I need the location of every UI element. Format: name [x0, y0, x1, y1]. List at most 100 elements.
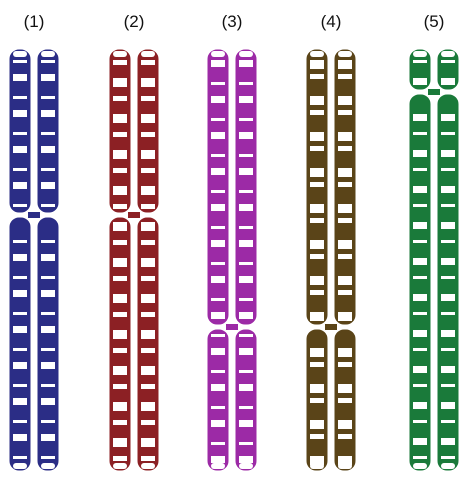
chromosome-band: [211, 334, 225, 337]
telomere-cap: [413, 463, 427, 469]
chromosome-band: [41, 290, 55, 297]
chromosome-band: [13, 290, 27, 297]
chromosome-band: [441, 204, 455, 207]
chromosome-band: [413, 312, 427, 315]
chromosome-band: [338, 384, 352, 393]
chromosome-band: [239, 132, 253, 139]
telomere-cap: [310, 51, 324, 57]
chromosome-band: [141, 240, 155, 245]
chromosome-pair-3: [207, 49, 257, 471]
chromosome-band: [239, 312, 253, 319]
chromosome-band: [338, 168, 352, 177]
chromosome-band: [441, 240, 455, 243]
chromosome-band: [310, 218, 324, 223]
chromosome-band: [211, 456, 225, 463]
chromosome-label-4: (4): [320, 12, 342, 31]
chromosome-band: [413, 420, 427, 423]
chromosome-band: [441, 312, 455, 315]
chromosome-band: [13, 254, 27, 261]
chromosome-pair-1: [9, 49, 59, 471]
chromosome-band: [141, 420, 155, 425]
chromosome-band: [338, 204, 352, 213]
chromosome-band: [211, 82, 225, 85]
chromosome-band: [211, 442, 225, 445]
chromosome-band: [413, 60, 427, 63]
chromosome-band: [310, 110, 324, 115]
chromosome-band: [41, 74, 55, 81]
chromosome-band: [310, 254, 324, 259]
chromosome-band: [211, 168, 225, 175]
chromosome-band: [338, 398, 352, 403]
chromosome-band: [141, 78, 155, 87]
chromosome-band: [13, 434, 27, 441]
chromosome-band: [141, 96, 155, 101]
chromosome-band: [441, 222, 455, 229]
chromosome-band: [310, 146, 324, 151]
chromosome-band: [413, 348, 427, 351]
chromosome-band: [413, 366, 427, 373]
chromosome-band: [338, 276, 352, 285]
chromosome-band: [338, 110, 352, 115]
chromosome-band: [413, 168, 427, 171]
chromosome-band: [141, 276, 155, 281]
chromosome-band: [211, 312, 225, 319]
chromosome-band: [239, 420, 253, 427]
chromosome-band: [413, 402, 427, 409]
chromosome-band: [413, 330, 427, 337]
chromosome-band: [113, 186, 127, 195]
centromere: [226, 324, 238, 330]
chromosome-band: [413, 150, 427, 157]
telomere-cap: [41, 51, 55, 57]
chromosome-band: [13, 348, 27, 351]
chromosome-label-3: (3): [221, 12, 243, 31]
chromosome-band: [239, 60, 253, 67]
chromosome-band: [413, 294, 427, 301]
chromosome-band: [41, 96, 55, 99]
chromosome-band: [310, 60, 324, 69]
chromosome-band: [211, 370, 225, 373]
chromosome-band: [310, 420, 324, 429]
chromosome-band: [13, 312, 27, 315]
chromosome-band: [113, 384, 127, 389]
centromere: [128, 212, 140, 218]
chromosome-band: [113, 96, 127, 101]
chromosome-band: [338, 132, 352, 141]
chromosome-band: [239, 204, 253, 211]
chromosome-band: [141, 132, 155, 137]
chromosome-band: [13, 326, 27, 333]
chromosome-band: [239, 456, 253, 463]
chromosome-band: [338, 420, 352, 429]
chromosome-band: [113, 168, 127, 173]
chromosome-band: [310, 74, 324, 79]
chromosome-band: [310, 182, 324, 187]
chromosome-band: [113, 456, 127, 461]
chromosome-band: [41, 362, 55, 369]
chromosome-band: [338, 456, 352, 465]
chromosome-band: [239, 82, 253, 85]
chromosome-band: [338, 218, 352, 223]
chromosome-band: [310, 132, 324, 141]
chromosome-band: [441, 294, 455, 301]
chromosome-band: [441, 348, 455, 351]
chromosome-band: [338, 254, 352, 259]
chromosome-band: [239, 298, 253, 301]
chromosome-band: [211, 406, 225, 409]
chromosome-band: [338, 290, 352, 295]
telomere-cap: [113, 51, 127, 57]
chromosome-band: [41, 434, 55, 441]
chromosome-band: [413, 222, 427, 229]
chromosome-band: [13, 362, 27, 369]
chromosome-band: [413, 114, 427, 121]
chromosome-band: [13, 182, 27, 189]
chromosome-band: [13, 96, 27, 99]
chromosome-band: [141, 60, 155, 65]
chromosome-band: [13, 276, 27, 279]
chromosome-band: [141, 168, 155, 173]
chromosome-band: [13, 420, 27, 423]
chromosome-band: [13, 110, 27, 117]
chromosome-band: [338, 96, 352, 105]
chromosome-band: [338, 348, 352, 357]
chromosome-band: [441, 438, 455, 445]
chromosome-band: [338, 74, 352, 79]
chromosome-band: [141, 384, 155, 389]
